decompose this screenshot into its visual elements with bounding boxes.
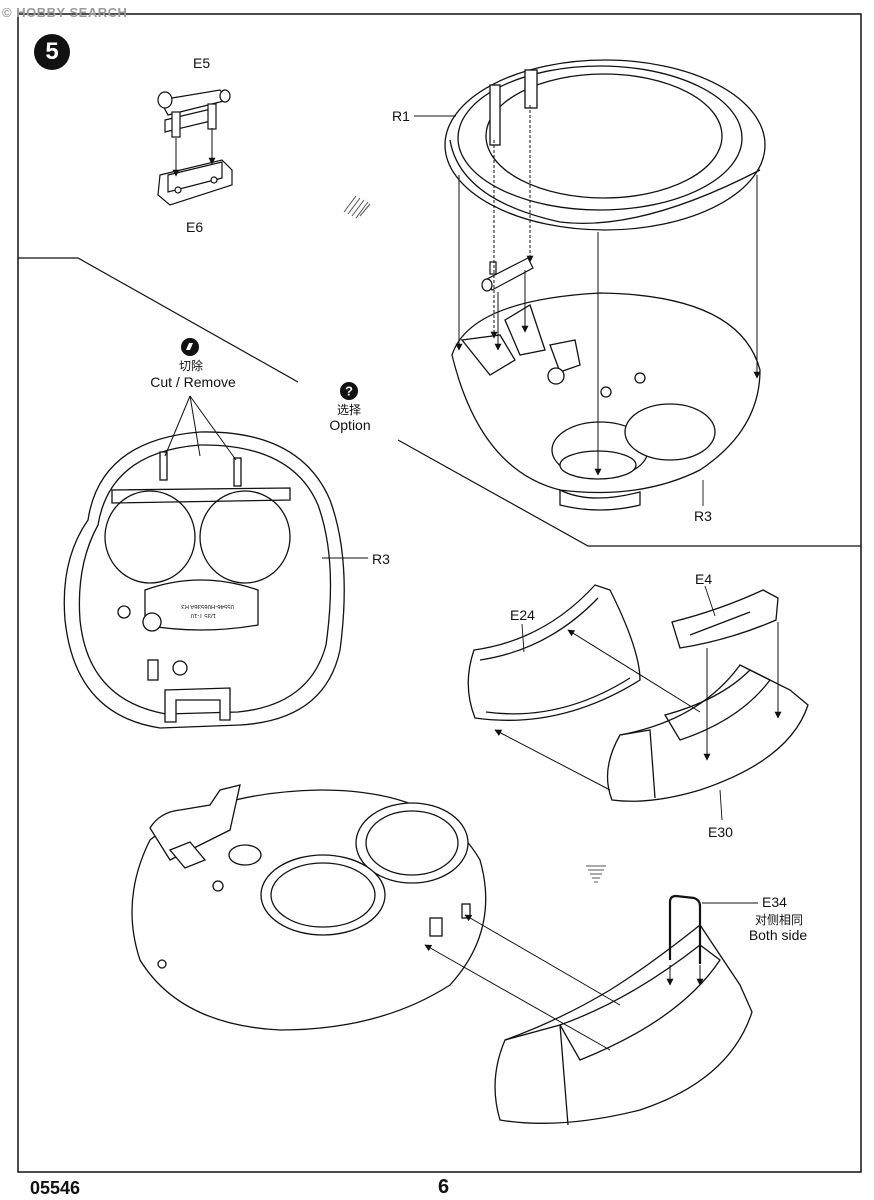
part-e24-drawing [467,584,641,721]
option-icon: ? [340,382,358,400]
cut-remove-icon [181,338,199,356]
part-r3-inside-drawing [63,431,345,729]
cut-remove-note-en: Cut / Remove [150,374,236,390]
svg-text:?: ? [345,384,353,399]
part-e5-placement-drawing [481,257,534,292]
part-r3-hull-drawing [451,292,761,511]
part-e5-drawing [157,89,231,138]
label-e4: E4 [695,571,713,587]
cut-remove-note-cn: 切除 [178,359,204,373]
e24-e30-e4-arrows [494,622,782,791]
cut-remove-pointers [164,395,237,461]
product-code: 05546 [30,1178,81,1198]
label-e24: E24 [510,607,535,623]
label-r3-left: R3 [372,551,390,567]
both-side-note-en: Both side [748,927,808,943]
divider-top-left [18,257,299,383]
part-e30-drawing [606,664,809,802]
assembly-arrow-icon [343,195,371,219]
part-marking-line1: 05546-H06536A R3 [181,603,234,609]
page-frame [17,13,862,1173]
part-e34-drawing [668,894,702,964]
label-e34: E34 [762,894,787,910]
watermark: © HOBBY SEARCH [2,5,128,20]
assembly-arrow-down-icon [586,865,606,883]
label-e5: E5 [193,55,211,71]
e30-leader [719,789,723,821]
label-r3-top: R3 [694,508,712,524]
label-e6: E6 [186,219,204,235]
part-e4-drawing [671,589,779,649]
page-number: 6 [438,1176,450,1198]
final-turret-drawing [131,784,487,1031]
label-e30: E30 [708,824,733,840]
e24-leader [521,623,525,653]
final-assembly-arrows [424,914,704,1051]
part-marking-line2: 1/35 T-10 [190,612,216,618]
r1-guide-lines [455,105,761,476]
divider-middle [397,439,861,547]
step-number-badge: 5 [34,34,70,70]
both-side-note-cn: 对侧相同 [754,913,804,927]
option-note-cn: 选择 [336,403,362,417]
e4-leader [704,585,716,617]
option-note-en: Option [329,417,371,433]
part-e6-drawing [157,159,233,206]
label-r1: R1 [392,108,410,124]
part-r1-drawing [444,59,766,231]
final-e30-assembly-drawing [494,924,753,1126]
